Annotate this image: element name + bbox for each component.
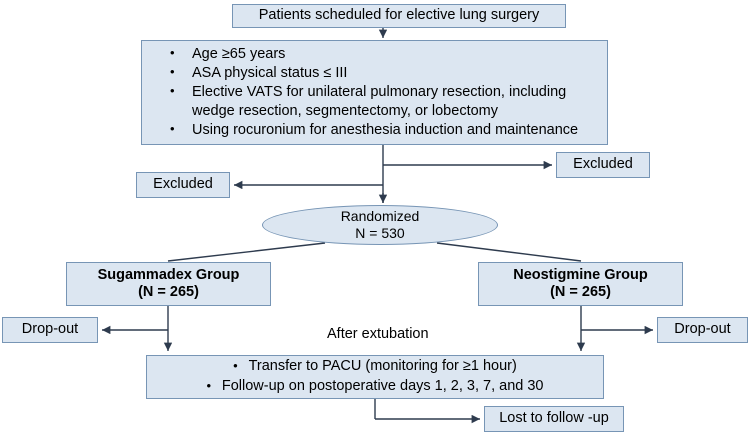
node-excluded-left-label: Excluded: [153, 176, 213, 193]
node-excluded-left: Excluded: [136, 172, 230, 198]
node-randomized: Randomized N = 530: [262, 205, 498, 245]
node-sugammadex-line2: (N = 265): [138, 284, 199, 300]
connector-randomized-to-neostigmine: [436, 242, 582, 262]
node-randomized-line2: N = 530: [355, 225, 405, 241]
list-item: Transfer to PACU (monitoring for ≥1 hour…: [155, 357, 595, 377]
list-item: Using rocuronium for anesthesia inductio…: [170, 120, 599, 140]
list-item: ASA physical status ≤ III: [170, 63, 599, 83]
list-item: Age ≥65 years: [170, 44, 599, 64]
list-item: Follow-up on postoperative days 1, 2, 3,…: [155, 377, 595, 397]
node-sugammadex-group: Sugammadex Group (N = 265): [66, 262, 271, 306]
node-inclusion-criteria: Age ≥65 years ASA physical status ≤ III …: [141, 40, 608, 145]
followup-list: Transfer to PACU (monitoring for ≥1 hour…: [155, 357, 595, 396]
node-dropout-left-label: Drop-out: [21, 321, 79, 338]
node-sugammadex-line1: Sugammadex Group: [97, 266, 240, 283]
node-patients-scheduled-label: Patients scheduled for elective lung sur…: [258, 7, 540, 24]
node-sugammadex-group-text: Sugammadex Group (N = 265): [98, 267, 240, 302]
node-randomized-text: Randomized N = 530: [341, 208, 420, 242]
node-dropout-left: Drop-out: [2, 317, 98, 343]
node-followup-protocol: Transfer to PACU (monitoring for ≥1 hour…: [146, 355, 604, 399]
connector-randomized-to-sugammadex: [167, 242, 326, 262]
node-excluded-right-label: Excluded: [573, 156, 633, 173]
inclusion-criteria-list: Age ≥65 years ASA physical status ≤ III …: [152, 44, 599, 141]
node-neostigmine-line1: Neostigmine Group: [513, 266, 648, 283]
node-neostigmine-group-text: Neostigmine Group (N = 265): [513, 267, 648, 302]
node-patients-scheduled: Patients scheduled for elective lung sur…: [232, 4, 566, 28]
node-lost-to-followup-label: Lost to follow -up: [499, 410, 609, 427]
list-item: Elective VATS for unilateral pulmonary r…: [170, 82, 599, 121]
node-neostigmine-group: Neostigmine Group (N = 265): [478, 262, 683, 306]
node-dropout-right-label: Drop-out: [674, 321, 731, 338]
label-after-extubation: After extubation: [327, 326, 429, 342]
node-neostigmine-line2: (N = 265): [550, 284, 611, 300]
node-lost-to-followup: Lost to follow -up: [484, 406, 624, 432]
node-randomized-line1: Randomized: [340, 208, 420, 225]
node-excluded-right: Excluded: [556, 152, 650, 178]
node-dropout-right: Drop-out: [657, 317, 748, 343]
